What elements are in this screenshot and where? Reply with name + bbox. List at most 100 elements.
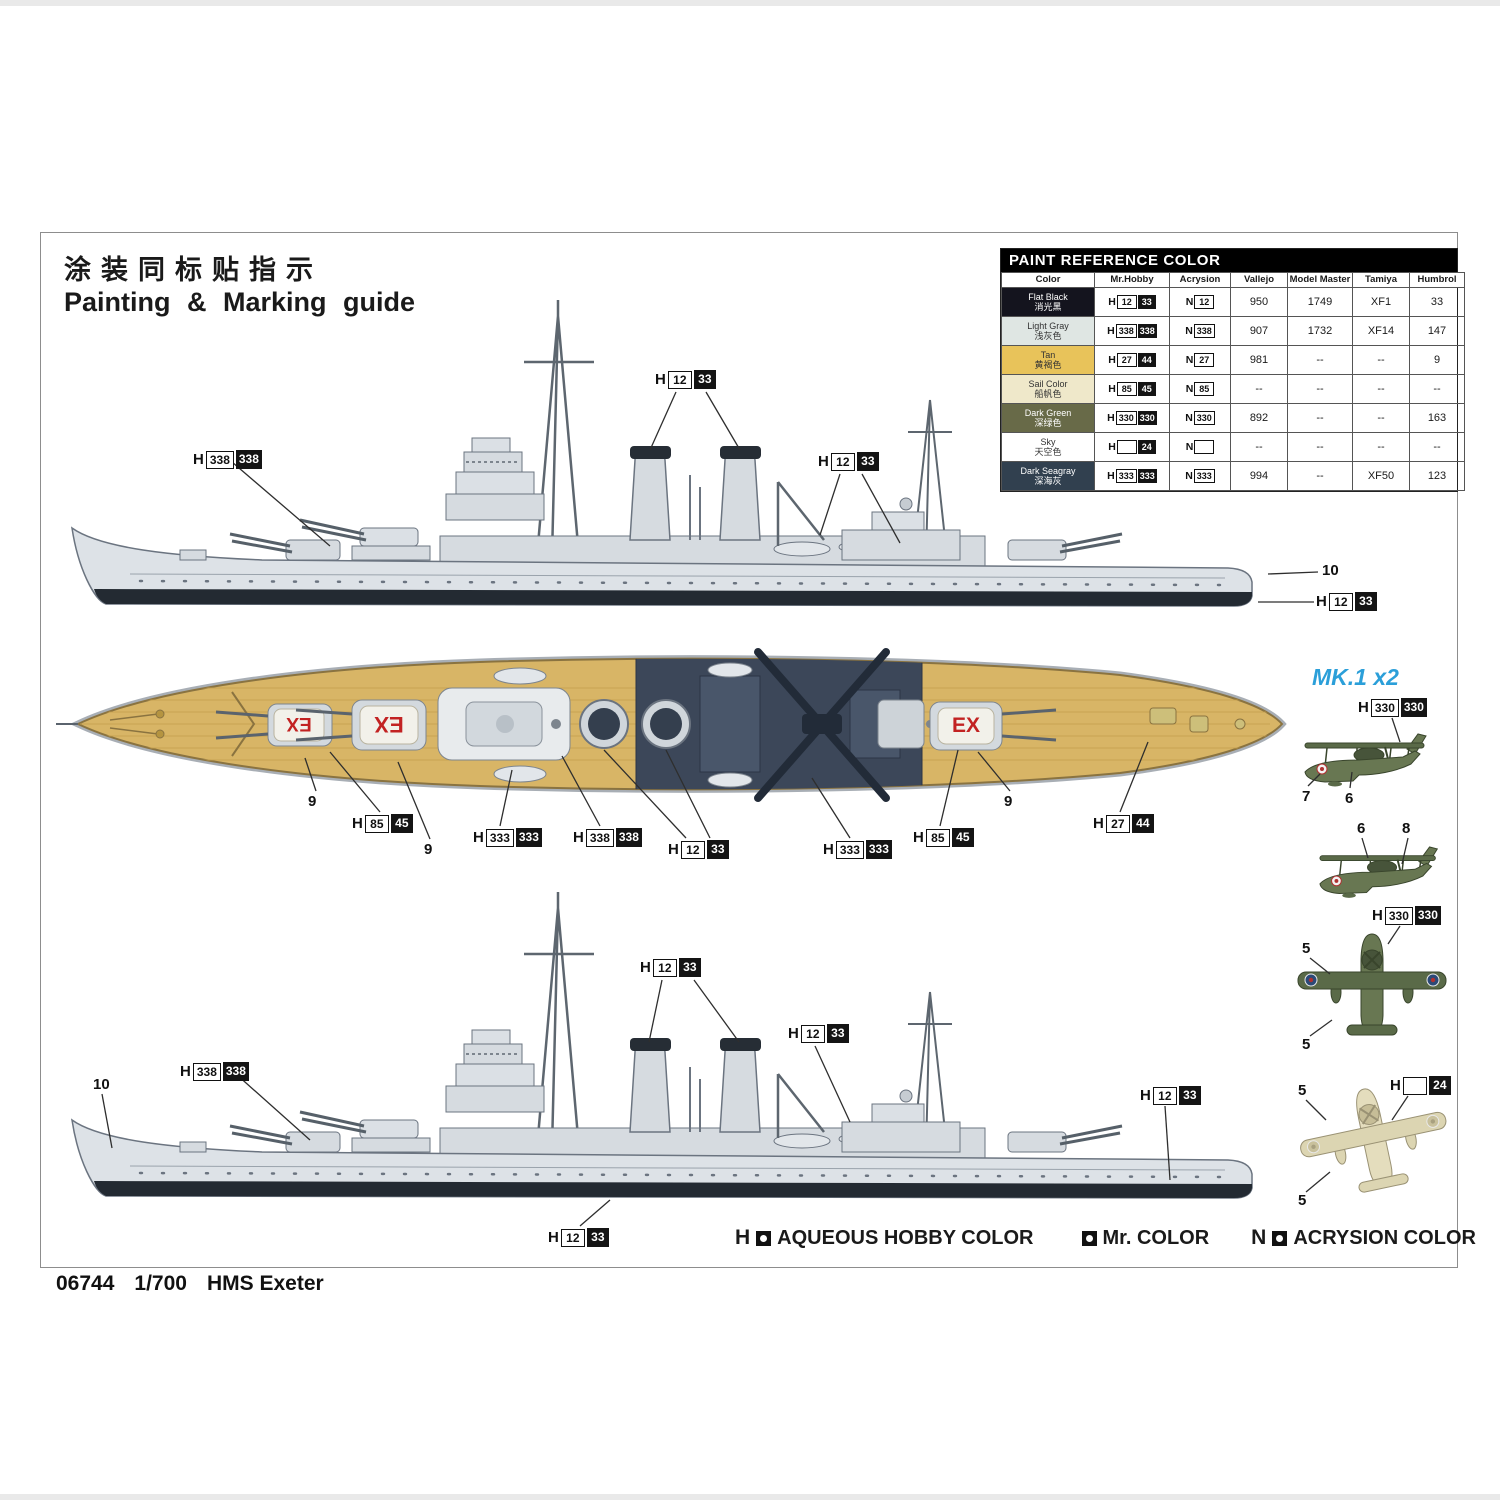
acrysion-cell: N [1169,432,1231,463]
paint-number-cell: -- [1352,374,1410,405]
paint-table-column-header: Tamiya [1352,271,1410,289]
number-callout: 5 [1302,1036,1311,1053]
paint-number-cell: 147 [1409,316,1465,347]
aqueous-hobby-color-icon [756,1230,772,1246]
page-title-english: Painting & Marking guide [64,287,416,317]
paint-number-cell: -- [1352,403,1410,434]
fore-turret-b: EX [295,699,427,751]
paint-table-column-header: Humbrol [1409,271,1465,289]
ship-side-view-bottom [70,890,1254,1200]
kit-name: HMS Exeter [206,1272,324,1295]
paint-number-cell: 950 [1230,287,1288,318]
number-callout: 7 [1302,788,1311,805]
walrus-aircraft-top-view [1297,933,1447,1036]
legend-prefix-h: H [735,1226,751,1249]
ships-boats [493,662,753,788]
paint-number-cell: XF14 [1352,316,1410,347]
page-title-chinese: 涂装同标贴指示 [64,255,323,285]
legend-label: Mr. COLOR [1102,1226,1210,1249]
paint-number-cell: 1749 [1287,287,1353,318]
paint-number-cell: XF50 [1352,461,1410,492]
paint-number-cell: 994 [1230,461,1288,492]
kit-number: 06744 [56,1272,115,1295]
paint-number-cell: 9 [1409,345,1465,376]
legend-mr-color: Mr. COLOR [1076,1226,1210,1250]
ship-deck-plan-view: EX EX [56,648,1287,802]
fore-turret-a: EX [215,703,333,747]
mr-color-icon [1081,1230,1097,1246]
paint-number-cell: 981 [1230,345,1288,376]
paint-number-cell: -- [1287,461,1353,492]
paint-table-column-header: Model Master [1287,271,1353,289]
turret-marking-b: EX [374,712,404,737]
paint-number-cell: -- [1352,345,1410,376]
number-callout: 5 [1298,1192,1307,1209]
paint-number-cell: XF1 [1352,287,1410,318]
paint-number-cell: 892 [1230,403,1288,434]
legend-prefix-n: N [1251,1226,1267,1249]
paint-number-cell: 163 [1409,403,1465,434]
legend-label: ACRYSION COLOR [1293,1226,1476,1249]
turret-marking-a: EX [286,713,312,734]
walrus-aircraft-side-view-2 [1318,845,1439,899]
paint-number-cell: -- [1287,374,1353,405]
number-callout: 5 [1298,1082,1307,1099]
number-callout: 9 [1004,793,1013,810]
aircraft-mk1-label: MK.1 x2 [1312,664,1399,690]
paint-table-column-header: Acrysion [1169,271,1231,289]
paint-number-cell: -- [1352,432,1410,463]
page-border-frame [40,232,1458,1268]
number-callout: 10 [93,1076,110,1093]
acrysion-color-icon [1272,1230,1288,1246]
turret-marking-y: EX [952,714,980,737]
paint-number-cell: -- [1230,432,1288,463]
paint-table-column-header: Color [1001,271,1095,289]
anchor-chains [109,713,159,735]
number-callout: 9 [308,793,317,810]
paint-table-column-header: Mr.Hobby [1094,271,1170,289]
paint-table-title: PAINT REFERENCE COLOR [1001,249,1457,272]
leader-lines [101,391,1409,1227]
paint-number-cell: 123 [1409,461,1465,492]
paint-number-cell: -- [1287,432,1353,463]
paint-number-cell: 907 [1230,316,1288,347]
